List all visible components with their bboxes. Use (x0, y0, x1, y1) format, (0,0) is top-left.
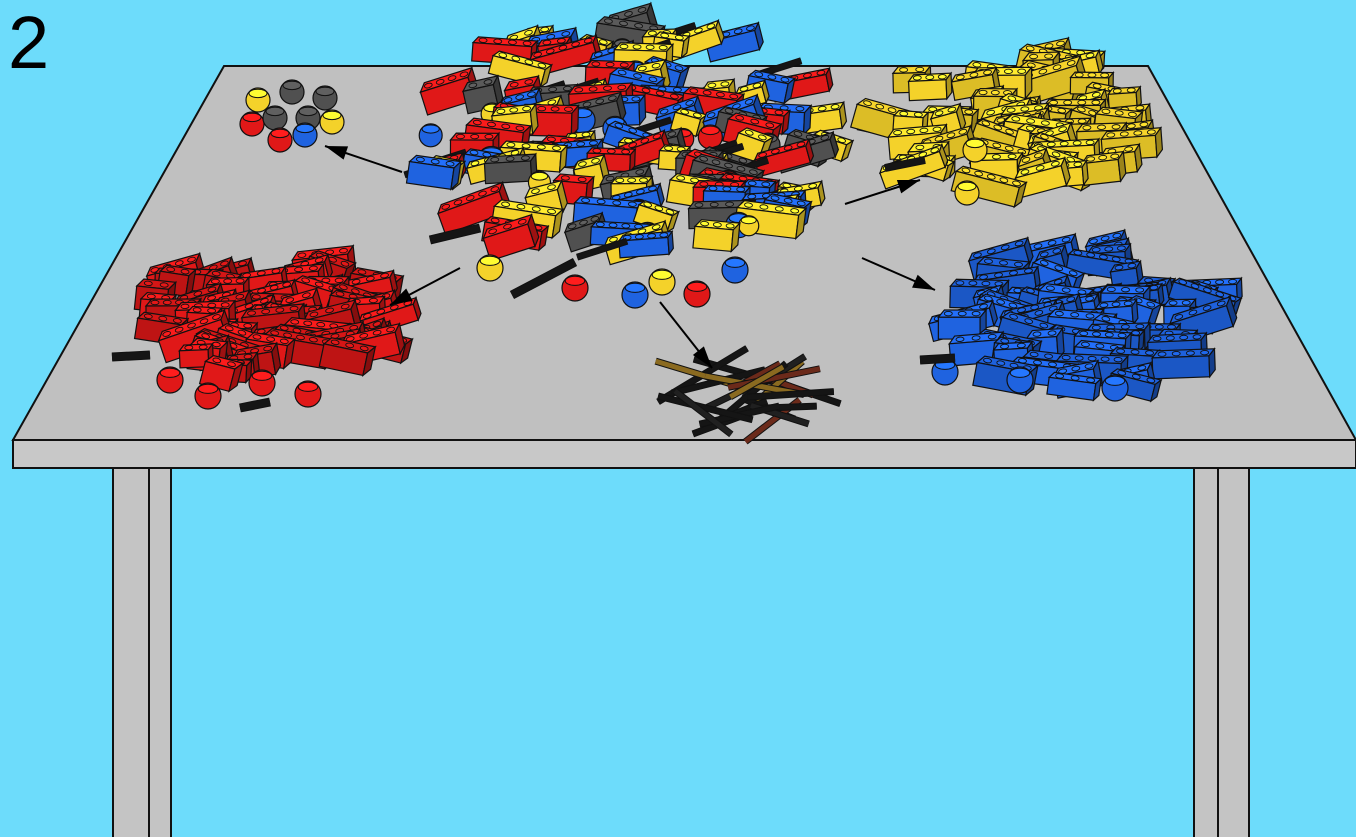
round-brick (263, 106, 287, 130)
brick (908, 73, 952, 100)
table-leg-left (113, 468, 171, 837)
round-brick (684, 281, 710, 307)
round-brick (477, 255, 503, 281)
round-brick (240, 112, 264, 136)
round-brick (313, 86, 337, 110)
brick (1152, 349, 1216, 379)
round-brick (955, 181, 979, 205)
round-brick (622, 282, 648, 308)
round-brick (157, 367, 183, 393)
table-legs (113, 468, 1249, 837)
brick (693, 219, 740, 252)
round-brick (722, 257, 748, 283)
round-brick (246, 88, 270, 112)
round-brick (249, 370, 275, 396)
round-brick (963, 138, 987, 162)
round-brick (649, 269, 675, 295)
round-brick (419, 124, 442, 147)
round-brick (293, 123, 317, 147)
round-brick (280, 80, 304, 104)
round-brick (1007, 367, 1033, 393)
table-front-edge (13, 440, 1356, 468)
round-brick (1102, 375, 1128, 401)
round-brick (295, 381, 321, 407)
round-brick (562, 275, 588, 301)
brick (1081, 152, 1126, 186)
step-number: 2 (8, 6, 49, 80)
round-brick (739, 216, 759, 236)
table-leg-right (1194, 468, 1249, 837)
round-brick (195, 383, 221, 409)
round-brick (268, 128, 292, 152)
round-brick (320, 110, 344, 134)
